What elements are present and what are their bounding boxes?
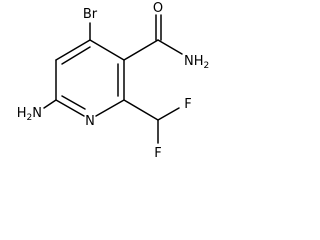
bond-n-c2 (55, 99, 85, 117)
substituent-bonds (43, 14, 183, 144)
bond-c6-chf2 (123, 99, 159, 121)
bond-carbonyl-n (157, 39, 183, 55)
bond-chf2-f-upper (157, 107, 180, 121)
atom-label-fluorine-lower: F (154, 146, 161, 161)
bond-c6-n (95, 99, 125, 117)
atom-labels: Br O NH2 N H2N F F (17, 1, 210, 161)
atom-label-br: Br (83, 7, 98, 22)
atom-label-fluorine-upper: F (184, 97, 191, 112)
bond-n-c2-inner (61, 95, 86, 110)
bond-c4-c5 (89, 39, 125, 61)
atom-label-ring-nitrogen: N (85, 114, 95, 129)
bond-c5-carbonyl (123, 39, 159, 61)
bond-c2-nh2 (43, 99, 57, 109)
atom-label-amine-nitrogen: H2N (17, 106, 42, 123)
molecule-drawing: Br O NH2 N H2N F F (17, 1, 210, 161)
pyridine-ring (55, 39, 125, 117)
structure-canvas: Br O NH2 N H2N F F (17, 1, 210, 161)
bond-c3-c4-inner (61, 46, 91, 65)
atom-label-carbonyl-oxygen: O (153, 1, 163, 16)
atom-label-amide-nitrogen: NH2 (184, 54, 209, 71)
bond-c3-c4 (55, 39, 91, 61)
